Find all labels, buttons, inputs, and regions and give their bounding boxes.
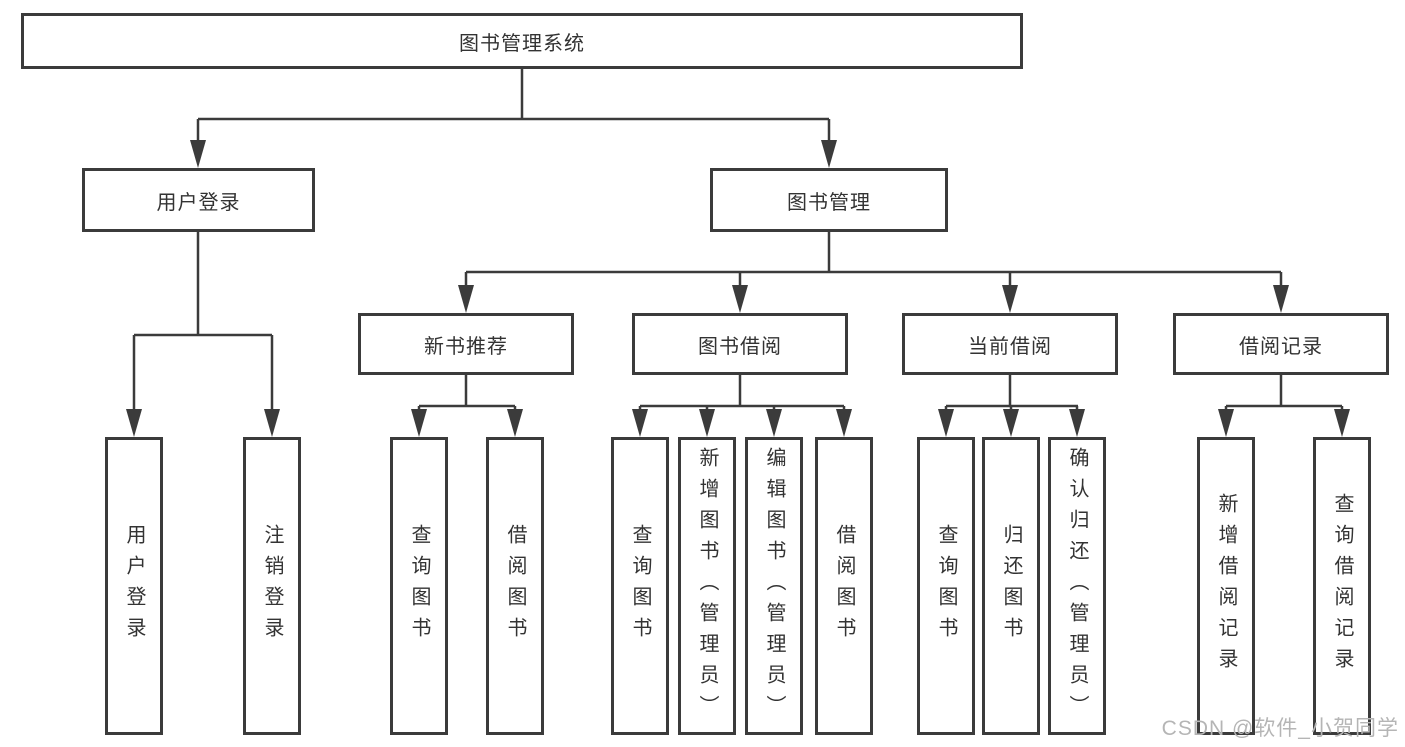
node-leaf-confirm-return-admin-label: 确认归还（管理员） <box>1066 446 1088 726</box>
node-user-login: 用户登录 <box>82 168 315 232</box>
edge-borrowrecord-to-leaves <box>1224 375 1344 420</box>
node-leaf-return-book: 归还图书 <box>982 437 1040 735</box>
node-leaf-add-book-admin-label: 新增图书（管理员） <box>696 446 718 726</box>
node-current-borrow-label: 当前借阅 <box>968 335 1052 358</box>
node-borrow-records: 借阅记录 <box>1173 313 1389 375</box>
arrowheads <box>126 140 1350 437</box>
node-book-management-label: 图书管理 <box>787 191 871 214</box>
node-leaf-return-book-label: 归还图书 <box>1000 524 1022 648</box>
edge-bookmgmt-to-level3 <box>464 232 1283 295</box>
node-book-borrow-label: 图书借阅 <box>698 335 782 358</box>
node-book-borrow: 图书借阅 <box>632 313 848 375</box>
node-new-book-recommend: 新书推荐 <box>358 313 574 375</box>
node-leaf-edit-book-admin-label: 编辑图书（管理员） <box>763 446 785 726</box>
node-leaf-logout: 注销登录 <box>243 437 301 735</box>
node-leaf-edit-book-admin: 编辑图书（管理员） <box>745 437 803 735</box>
node-book-management: 图书管理 <box>710 168 948 232</box>
node-leaf-add-borrow-record-label: 新增借阅记录 <box>1215 493 1237 679</box>
node-leaf-user-login: 用户登录 <box>105 437 163 735</box>
node-leaf-query-books-current: 查询图书 <box>917 437 975 735</box>
node-leaf-query-books-recommend: 查询图书 <box>390 437 448 735</box>
node-leaf-query-books-recommend-label: 查询图书 <box>408 524 430 648</box>
edge-bookborrow-to-leaves <box>638 375 846 420</box>
node-library-system: 图书管理系统 <box>21 13 1023 69</box>
node-leaf-borrow-books-recommend: 借阅图书 <box>486 437 544 735</box>
node-leaf-query-books-borrow-label: 查询图书 <box>629 524 651 648</box>
node-leaf-borrow-books: 借阅图书 <box>815 437 873 735</box>
node-leaf-add-borrow-record: 新增借阅记录 <box>1197 437 1255 735</box>
csdn-watermark: CSDN @软件_小贺同学 <box>1161 717 1399 740</box>
node-leaf-logout-label: 注销登录 <box>261 524 283 648</box>
node-leaf-add-book-admin: 新增图书（管理员） <box>678 437 736 735</box>
node-library-system-label: 图书管理系统 <box>459 32 585 55</box>
node-new-book-recommend-label: 新书推荐 <box>424 335 508 358</box>
edge-userlogin-to-leaves <box>132 232 274 422</box>
node-borrow-records-label: 借阅记录 <box>1239 335 1323 358</box>
node-leaf-user-login-label: 用户登录 <box>123 524 145 648</box>
node-leaf-confirm-return-admin: 确认归还（管理员） <box>1048 437 1106 735</box>
node-current-borrow: 当前借阅 <box>902 313 1118 375</box>
node-user-login-label: 用户登录 <box>156 191 241 214</box>
node-leaf-query-books-borrow: 查询图书 <box>611 437 669 735</box>
node-leaf-query-borrow-record: 查询借阅记录 <box>1313 437 1371 735</box>
node-leaf-borrow-books-label: 借阅图书 <box>833 524 855 648</box>
edge-newbookrec-to-leaves <box>417 375 517 420</box>
node-leaf-borrow-books-recommend-label: 借阅图书 <box>504 524 526 648</box>
node-leaf-query-borrow-record-label: 查询借阅记录 <box>1331 493 1353 679</box>
edge-root-to-level2 <box>196 69 831 148</box>
node-leaf-query-books-current-label: 查询图书 <box>935 524 957 648</box>
